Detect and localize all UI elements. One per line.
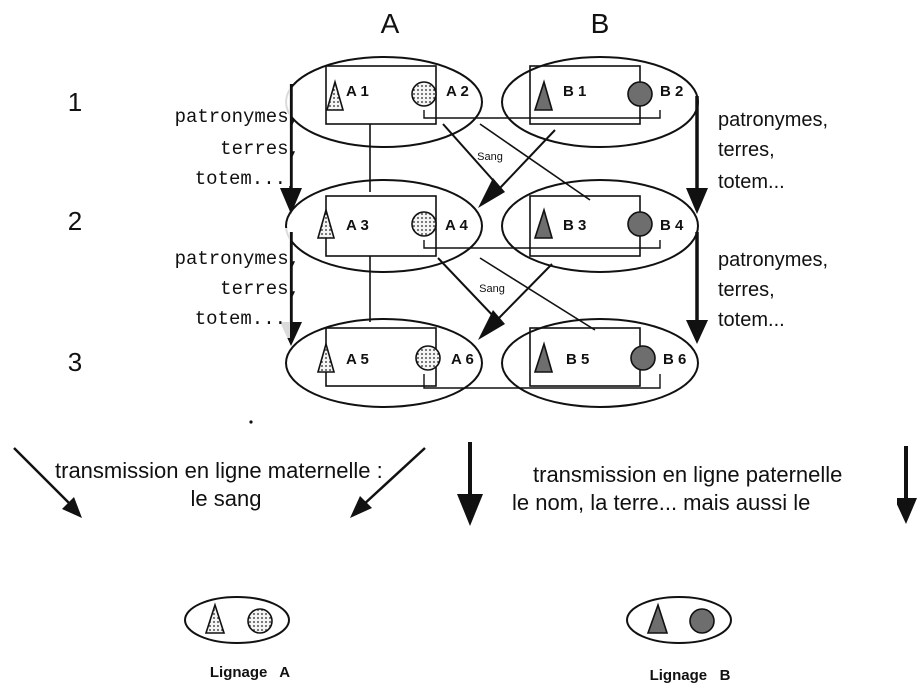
column-label-b: B [591, 8, 610, 39]
legend-paternal-arrow-a-head [457, 494, 483, 526]
side-left-1-line2: terres, [220, 138, 300, 160]
generation-label-2: 2 [68, 206, 82, 236]
triangle-a5-icon [316, 341, 336, 373]
lignage-b-label: Lignage B [650, 667, 731, 684]
line-cross-2c [496, 263, 553, 321]
side-left-2-line3: totem... [195, 308, 286, 330]
lignage-b-circle-icon [689, 608, 715, 634]
line-a6-right [423, 374, 661, 389]
triangle-b5-icon [533, 341, 554, 373]
triangle-b3-icon [533, 207, 554, 239]
side-left-1-line3: totem... [195, 168, 286, 190]
circle-a4-icon [411, 211, 437, 237]
legend-paternal-line1: transmission en ligne paternelle [533, 462, 842, 487]
node-label-a4: A 4 [445, 217, 468, 234]
oval-b3-b4 [501, 179, 699, 273]
legend-paternal-line2: le nom, la terre... mais aussi le [512, 490, 810, 515]
node-label-b2: B 2 [660, 83, 683, 100]
triangle-b1-icon [533, 79, 554, 111]
line-cross-2b [479, 257, 596, 331]
legend-maternal-arrow-right-shaft [361, 447, 426, 507]
arrow-right-2-3-head [686, 320, 708, 344]
sang-arrowhead-1 [478, 178, 505, 208]
legend-maternal-line2: le sang [191, 486, 262, 511]
line-cross-1c [499, 129, 556, 189]
node-label-a3: A 3 [346, 217, 369, 234]
legend-paternal-line2-backdrop [508, 488, 897, 516]
side-left-2-line1: patronymes, [175, 248, 300, 270]
arrow-right-1-2-head [686, 188, 708, 214]
side-right-2-line3: totem... [718, 309, 785, 331]
legend-maternal-arrow-right-head [350, 496, 372, 518]
sang-arrowhead-2 [478, 310, 505, 340]
side-right-2-line2: terres, [718, 279, 775, 301]
generation-label-3: 3 [68, 347, 82, 377]
node-label-b1: B 1 [563, 83, 586, 100]
line-a2-right [423, 110, 661, 119]
line-a4-right [423, 240, 661, 249]
oval-a3-a4 [285, 179, 483, 273]
column-label-a: A [381, 8, 400, 39]
stray-dot [249, 420, 253, 424]
line-cross-2a [437, 257, 498, 321]
side-right-1-line3: totem... [718, 171, 785, 193]
node-label-a2: A 2 [446, 83, 469, 100]
sang-label-1: Sang [477, 151, 503, 163]
lignage-b-oval [626, 596, 732, 644]
circle-b4-icon [627, 211, 653, 237]
node-label-b6: B 6 [663, 351, 686, 368]
generation-label-1: 1 [68, 87, 82, 117]
node-label-a6: A 6 [451, 351, 474, 368]
lignage-a-triangle-icon [204, 602, 226, 634]
node-label-b4: B 4 [660, 217, 684, 234]
triangle-a3-icon [316, 207, 336, 239]
node-label-a5: A 5 [346, 351, 369, 368]
lignage-a-oval [184, 596, 290, 644]
side-left-2-backdrop [198, 228, 290, 338]
node-label-a1: A 1 [346, 83, 369, 100]
node-label-b3: B 3 [563, 217, 586, 234]
side-left-1-backdrop [198, 78, 290, 186]
oval-b5-b6 [501, 318, 699, 408]
legend-maternal-arrow-left-shaft [13, 447, 73, 507]
line-cross-1a [442, 123, 501, 189]
lignage-a-circle-icon [247, 608, 273, 634]
oval-b1-b2 [501, 56, 699, 148]
side-right-2-line1: patronymes, [718, 249, 828, 271]
sang-label-2: Sang [479, 283, 505, 295]
node-label-b5: B 5 [566, 351, 589, 368]
triangle-a1-icon [325, 79, 345, 111]
side-right-1-line1: patronymes, [718, 109, 828, 131]
lignage-a-label: Lignage A [210, 664, 290, 681]
side-left-1-line1: patronymes, [175, 106, 300, 128]
circle-b6-icon [630, 345, 656, 371]
side-right-1-line2: terres, [718, 139, 775, 161]
lignage-b-triangle-icon [646, 602, 669, 634]
circle-b2-icon [627, 81, 653, 107]
legend-paternal-arrow-b-head [894, 498, 917, 524]
line-cross-1b [479, 123, 591, 201]
oval-a5-a6 [285, 318, 483, 408]
circle-a6-icon [415, 345, 441, 371]
circle-a2-icon [411, 81, 437, 107]
side-left-2-line2: terres, [220, 278, 300, 300]
legend-maternal-arrow-left-head [62, 497, 82, 518]
legend-maternal-line1: transmission en ligne maternelle : [55, 458, 383, 483]
arrow-left-1-2-head [280, 188, 302, 214]
